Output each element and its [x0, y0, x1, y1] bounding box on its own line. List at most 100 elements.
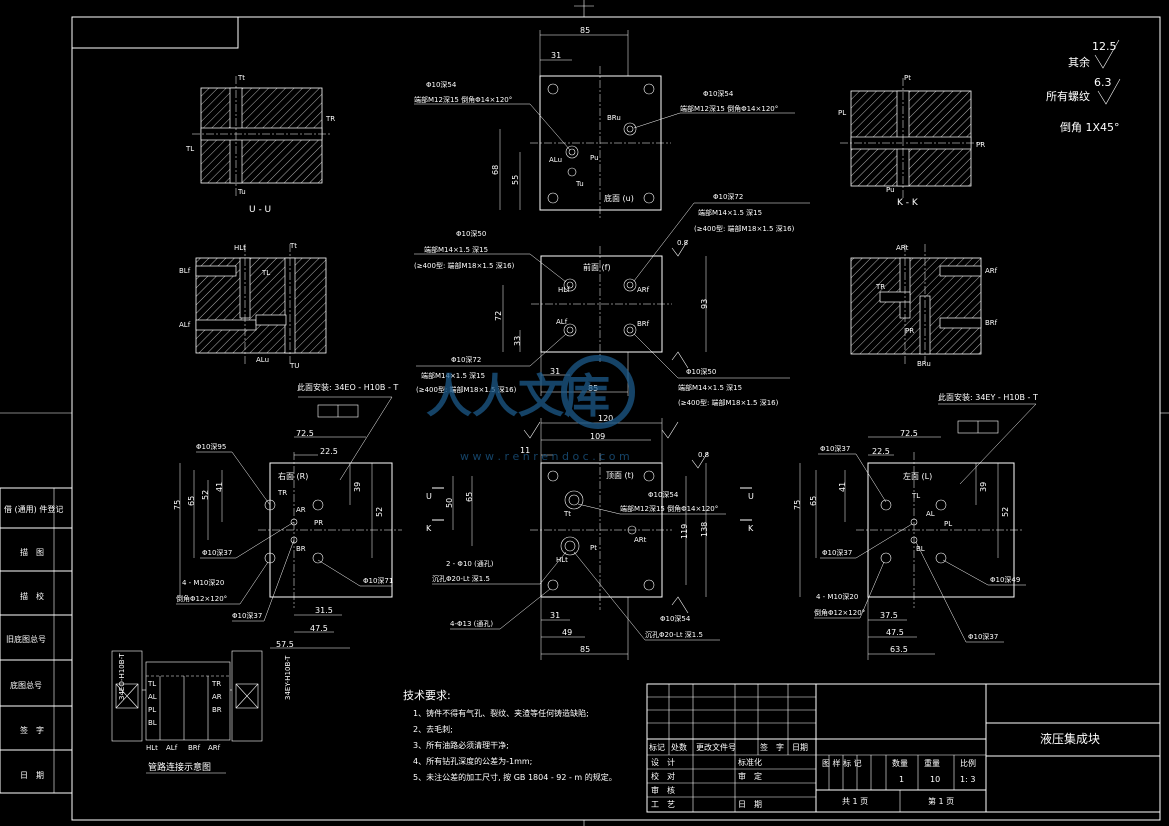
port-label: BRf	[637, 320, 650, 328]
top-face-view: 顶面 (t) Tt HLt Pt ARt 120 109 11 50 65 11…	[426, 414, 754, 660]
dim-label: 138	[700, 522, 709, 537]
dim-label: 47.5	[310, 624, 328, 633]
dim-label: 93	[700, 299, 709, 309]
strip-signature: 签 字	[20, 725, 44, 735]
dim-label: 119	[680, 524, 689, 539]
watermark-text: 人人文库	[426, 369, 610, 423]
port-label: BLf	[179, 267, 191, 275]
dim-label: 39	[979, 482, 988, 492]
thread-note: (≥400型: 端部M18×1.5 深16)	[678, 398, 779, 407]
roughness-label: 0.8	[677, 239, 688, 247]
hole-note: Φ10深49	[990, 575, 1020, 584]
roughness-symbol-icon	[671, 596, 689, 614]
strip-date: 日 期	[20, 771, 44, 780]
port-label: TR	[277, 489, 287, 497]
thread-note: 端部M14×1.5 深15	[424, 245, 488, 254]
port-label: HLf	[558, 286, 570, 294]
face-label: 顶面 (t)	[606, 471, 634, 480]
dim-label: 31	[550, 611, 560, 620]
strip-trace-check: 描 校	[20, 591, 44, 601]
port-label: TR	[875, 283, 885, 291]
dim-label: 72.5	[296, 429, 314, 438]
hole-note: Φ10深50	[456, 229, 486, 238]
roughness-symbol-icon	[1097, 78, 1121, 105]
port-label: HLt	[234, 244, 246, 252]
port-label: ARf	[208, 744, 221, 752]
designer-label: 设 计	[651, 757, 675, 767]
port-label: AL	[926, 510, 935, 518]
standardize-label: 标准化	[738, 757, 762, 767]
port-label: ALf	[166, 744, 178, 752]
tech-req-item: 2、去毛刺;	[413, 724, 453, 734]
right-face-view: 右面 (R) TR AR PR BR 此面安装: 34EO - H10B - T…	[173, 382, 402, 649]
port-label: TU	[289, 362, 299, 370]
port-label: AL	[148, 693, 157, 701]
dim-label: 65	[187, 496, 196, 506]
dim-label: 75	[793, 500, 802, 510]
dim-label: 11	[520, 446, 530, 455]
tech-req-item: 5、未注公差的加工尺寸, 按 GB 1804 - 92 - m 的规定。	[413, 772, 617, 782]
section-mark: K	[748, 524, 754, 533]
roughness-label-other: 其余	[1068, 55, 1090, 69]
port-label: PL	[148, 706, 156, 714]
section-view-ar: ARt ARf BRf TR PR BRu	[850, 244, 998, 368]
face-label: 右面 (R)	[278, 471, 308, 481]
roughness-symbol-icon	[661, 421, 679, 439]
qty-label: 数量	[892, 758, 908, 768]
rev-col-date: 日期	[792, 743, 808, 752]
thread-note: 端部M12深15 倒角Φ14×120°	[680, 104, 778, 113]
process-label: 工 艺	[651, 800, 675, 809]
thread-note: (≥400型: 端部M18×1.5 深16)	[416, 385, 517, 394]
port-label: Pu	[590, 154, 599, 162]
thread-note: 端部M14×1.5 深15	[678, 383, 742, 392]
roughness-symbol-icon	[691, 451, 709, 469]
roughness-value-threads: 6.3	[1094, 76, 1112, 89]
port-label: BR	[212, 706, 222, 714]
bottom-face-view: 85 31 68 55 Φ10深54 端部M12深15 倒角Φ14×120° Φ…	[414, 26, 795, 220]
section-label-kk: K - K	[897, 198, 919, 208]
port-label: ALf	[179, 321, 191, 329]
port-label: AR	[296, 506, 306, 514]
rev-col-sign: 签 字	[760, 742, 784, 752]
port-label: BL	[916, 545, 925, 553]
section-mark: U	[426, 492, 432, 501]
thread-note: 端部M14×1.5 深15	[421, 371, 485, 380]
port-label: Tu	[575, 180, 584, 188]
hole-note: 2 - Φ10 (通孔)	[446, 559, 494, 568]
dim-label: 85	[588, 384, 598, 393]
hole-note: Φ10深95	[196, 442, 226, 451]
dim-label: 109	[590, 432, 605, 441]
weight-label: 重量	[924, 758, 940, 768]
thread-note: (≥400型: 端部M18×1.5 深16)	[414, 261, 515, 270]
dim-label: 120	[598, 414, 613, 423]
rev-col-mark: 标记	[649, 742, 665, 752]
port-label: TL	[261, 269, 270, 277]
dim-label: 31	[551, 51, 561, 60]
dim-label: 39	[353, 482, 362, 492]
install-note: 此面安装: 34EY - H10B - T	[938, 392, 1038, 402]
roughness-symbol-icon	[671, 351, 689, 369]
sheet-number: 第 1 页	[928, 796, 954, 806]
dim-label: 52	[201, 490, 210, 500]
approve-label: 审 定	[738, 771, 762, 781]
thread-note: 倒角Φ12×120°	[814, 608, 865, 617]
dim-label: 75	[173, 500, 182, 510]
thread-note: 4 - M10深20	[182, 578, 224, 587]
section-label-uu: U - U	[249, 205, 271, 215]
hole-note: Φ10深54	[648, 490, 679, 499]
section-view-kk: Pt PL PR Pu K - K	[838, 74, 985, 208]
hole-note: Φ10深37	[820, 444, 850, 453]
watermark-logo-icon	[561, 355, 635, 429]
thread-note: 4 - M10深20	[816, 592, 858, 601]
port-label: TL	[911, 492, 920, 500]
port-label: TL	[185, 145, 194, 153]
dim-label: 31.5	[315, 606, 333, 615]
strip-tracing: 描 图	[20, 547, 44, 557]
dim-label: 52	[1001, 507, 1010, 517]
dim-label: 41	[215, 482, 224, 492]
roughness-symbol-icon	[1094, 39, 1120, 69]
hole-note: Φ10深50	[686, 367, 716, 376]
dim-label: 31	[550, 367, 560, 376]
sheets-total: 共 1 页	[842, 797, 868, 806]
port-label: HLt	[556, 556, 568, 564]
